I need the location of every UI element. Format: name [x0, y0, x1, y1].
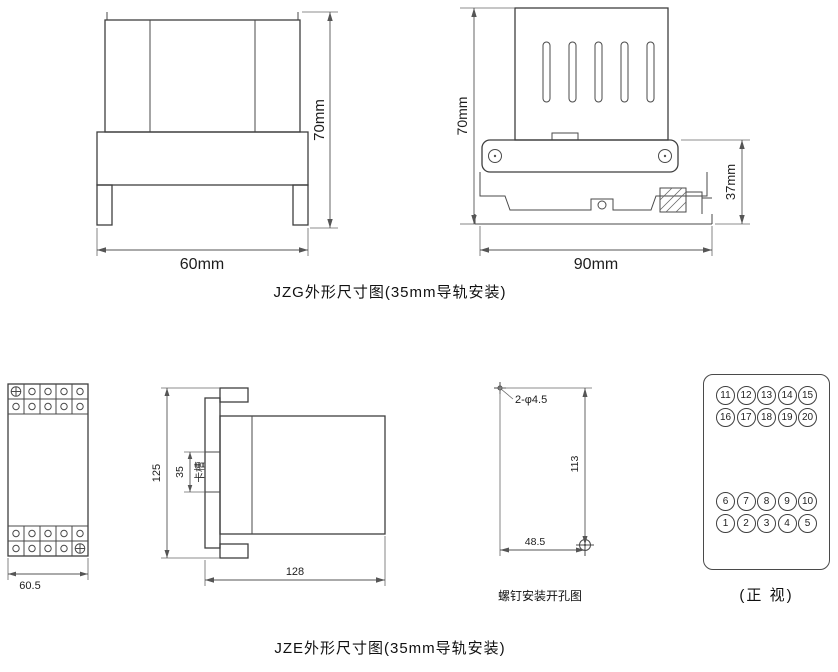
terminal-number: 19 — [777, 408, 797, 427]
jze-terminal-block — [7, 383, 89, 557]
jzg-front-height-dimension: 70mm — [302, 11, 338, 229]
terminal-number: 14 — [777, 386, 797, 405]
drill-vertical-label: 113 — [569, 455, 581, 472]
jzg-side-height-dimension: 70mm — [454, 7, 515, 225]
jzg-front-body — [96, 12, 309, 226]
drill-horizontal-label: 48.5 — [525, 536, 546, 548]
jzg-side-view-drawing: 70mm 37mm 90mm — [454, 7, 750, 273]
jzg-rail-height-label: 37mm — [723, 164, 738, 200]
terminal-row-1-5: 1 2 3 4 5 — [716, 514, 817, 533]
jze-slot-size-label: 35 — [174, 466, 186, 478]
jzg-side-width-dimension: 90mm — [479, 226, 713, 273]
drill-top-hole: 2-φ4.5 — [494, 382, 547, 406]
jzg-front-width-label: 60mm — [180, 256, 224, 273]
terminal-number: 4 — [777, 514, 797, 533]
jze-terminal-width-dimension: 60.5 — [7, 558, 89, 592]
terminal-number: 8 — [757, 492, 776, 511]
drill-vertical-dimension: 113 — [500, 387, 592, 545]
jzg-side-width-label: 90mm — [574, 256, 618, 273]
jze-length-dimension: 128 — [204, 536, 386, 586]
terminal-number: 17 — [736, 408, 756, 427]
terminal-number: 20 — [798, 408, 817, 427]
jze-height-dimension: 125 — [151, 387, 220, 559]
ground-terminal-icon — [10, 386, 22, 397]
panel-front-view-label: (正 视) — [739, 587, 794, 604]
jzg-front-view-drawing: 70mm 60mm — [96, 11, 338, 273]
drill-diagram-caption: 螺钉安装开孔图 — [497, 589, 582, 603]
terminal-row-16-20: 16 17 18 19 20 — [716, 408, 817, 427]
terminal-number: 5 — [798, 514, 817, 533]
jze-caption: JZE外形尺寸图(35mm导轨安装) — [274, 640, 506, 657]
terminal-number: 9 — [777, 492, 797, 511]
jze-side-body — [204, 387, 386, 559]
jzg-din-clip-plate — [481, 139, 679, 173]
jze-length-label: 128 — [286, 566, 304, 578]
terminal-number: 7 — [736, 492, 756, 511]
jzg-side-body — [514, 7, 669, 141]
jze-slot-dimension: 35 卡槽 — [174, 451, 206, 493]
jze-terminal-panel: 11 12 13 14 15 16 17 18 19 20 6 7 8 9 10… — [703, 374, 830, 570]
jze-slot-name-label: 卡槽 — [193, 461, 206, 482]
terminal-row-6-10: 6 7 8 9 10 — [716, 492, 817, 511]
jzg-din-rail — [474, 172, 713, 225]
terminal-number: 12 — [736, 386, 756, 405]
jzg-rail-height-dimension: 37mm — [681, 139, 750, 225]
jzg-front-width-dimension: 60mm — [96, 228, 309, 273]
terminal-number: 11 — [716, 386, 735, 405]
jze-terminal-width-label: 60.5 — [19, 580, 40, 592]
terminal-number: 10 — [798, 492, 817, 511]
terminal-number: 2 — [736, 514, 756, 533]
jze-side-view-drawing: 125 35 卡槽 128 — [151, 387, 386, 586]
terminal-number: 18 — [757, 408, 776, 427]
terminal-number: 15 — [798, 386, 817, 405]
terminal-number: 6 — [716, 492, 735, 511]
terminal-number: 13 — [757, 386, 776, 405]
terminal-row-11-15: 11 12 13 14 15 — [716, 386, 817, 405]
jze-terminal-top-view-drawing: 60.5 — [7, 383, 89, 592]
jzg-front-height-label: 70mm — [311, 99, 328, 141]
drill-hole-diagram: 2-φ4.5 113 48.5 — [494, 382, 594, 556]
terminal-number: 1 — [716, 514, 735, 533]
ground-terminal-icon — [74, 543, 86, 554]
jzg-side-height-label: 70mm — [454, 97, 470, 136]
jzg-caption: JZG外形尺寸图(35mm导轨安装) — [273, 284, 507, 301]
terminal-number: 16 — [716, 408, 735, 427]
terminal-number: 3 — [757, 514, 776, 533]
drill-hole-spec-label: 2-φ4.5 — [515, 394, 547, 406]
jze-height-label: 125 — [151, 464, 163, 482]
drill-horizontal-dimension: 48.5 — [499, 388, 585, 556]
